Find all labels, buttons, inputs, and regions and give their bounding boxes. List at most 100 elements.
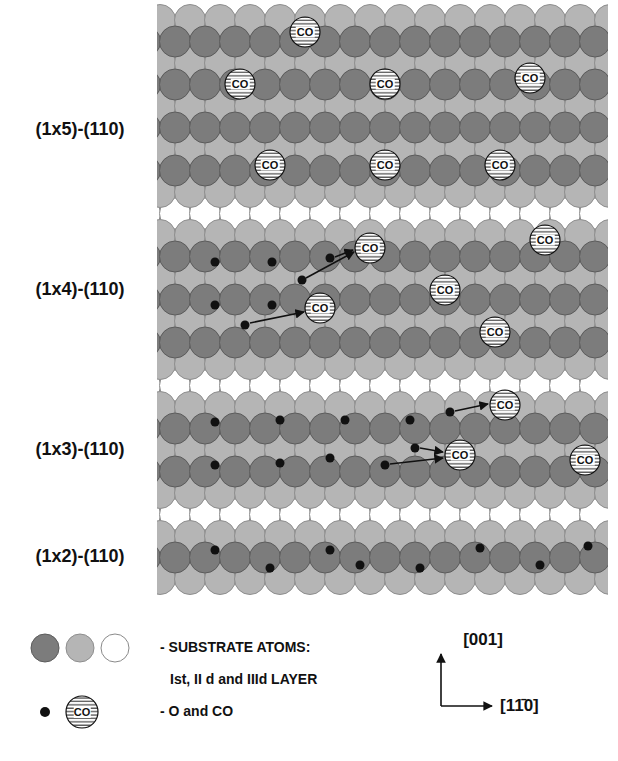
substrate-atom [340,69,371,100]
substrate-atom [430,241,461,272]
substrate-atom [550,327,581,358]
substrate-atom [310,542,341,573]
co-molecule: CO [444,439,476,471]
substrate-atom [280,542,311,573]
legend-swatch [101,634,129,662]
structure-label: (1x2)-(110) [35,547,124,567]
substrate-atom [190,69,221,100]
molecule-label: CO [536,235,555,246]
molecule-label: CO [361,243,380,254]
substrate-atom [400,284,431,315]
substrate-atom [520,456,551,487]
axis-label: [11̄0] [500,697,539,716]
oxygen-atom [298,276,307,285]
substrate-atom [460,284,491,315]
substrate-surface [157,5,608,595]
substrate-atom [490,241,521,272]
substrate-atom [340,284,371,315]
oxygen-atom [266,564,275,573]
substrate-atom [580,327,609,358]
substrate-atom [430,112,461,143]
substrate-atom [400,155,431,186]
substrate-atom [220,327,251,358]
substrate-atom [280,327,311,358]
co-circle [480,317,510,347]
molecule-label: CO [486,327,505,338]
substrate-atom [310,112,341,143]
molecule-label: CO [231,79,250,90]
substrate-atom [520,112,551,143]
legend-swatch [31,634,59,662]
oxygen-atom [211,418,220,427]
structure-label: (1x4)-(110) [35,280,124,300]
co-molecule: CO [304,292,336,324]
substrate-atom [250,542,281,573]
co-circle [355,233,385,263]
structure-label: (1x5)-(110) [35,120,124,140]
substrate-atom [520,155,551,186]
molecule-label: CO [261,160,280,171]
substrate-atom [550,26,581,57]
oxygen-atom [211,461,220,470]
substrate-atom [400,112,431,143]
substrate-atom [400,241,431,272]
oxygen-atom [356,561,365,570]
diffusion-arrows [250,250,488,464]
substrate-atom [550,284,581,315]
substrate-atom [520,542,551,573]
substrate-atom [460,26,491,57]
molecule-label: CO [521,73,540,84]
substrate-atom [250,456,281,487]
substrate-atom [190,26,221,57]
legend-swatch [66,634,94,662]
substrate-atom [160,155,191,186]
substrate-atom [220,284,251,315]
legend-oxygen [40,707,50,717]
oxygen-atom [446,408,455,417]
substrate-atom [190,542,221,573]
diffusion-arrow [455,404,488,411]
substrate-atom [520,284,551,315]
axis-arrows [441,654,492,706]
oxygen-atom [326,454,335,463]
substrate-atom [190,456,221,487]
substrate-atom [400,542,431,573]
substrate-atom [460,112,491,143]
substrate-atom [190,327,221,358]
co-circle [530,225,560,255]
substrate-atom [160,284,191,315]
legend-note: Ist, II d and IIId LAYER [170,672,317,687]
substrate-atom [430,542,461,573]
substrate-atom [220,155,251,186]
substrate-atom [460,69,491,100]
substrate-atom [220,112,251,143]
substrate-atom [220,542,251,573]
substrate-atom [430,327,461,358]
oxygen-atoms [211,254,593,573]
co-molecule: CO [529,224,561,256]
substrate-atom [250,327,281,358]
substrate-atom [250,284,281,315]
oxygen-atom [476,544,485,553]
substrate-atom [190,413,221,444]
co-circle [570,445,600,475]
substrate-atom [340,112,371,143]
oxygen-atom [381,461,390,470]
substrate-atom [250,112,281,143]
substrate-atom [460,241,491,272]
substrate-atom [370,112,401,143]
co-molecule: CO [514,62,546,94]
co-circle [225,69,255,99]
substrate-atom [550,155,581,186]
substrate-atom [400,413,431,444]
substrate-atom [550,413,581,444]
substrate-atom [580,69,609,100]
substrate-atom [220,241,251,272]
co-molecule: CO [489,389,521,421]
substrate-atom [220,26,251,57]
co-molecule: CO [569,444,601,476]
oxygen-atom [268,301,277,310]
substrate-atom [310,413,341,444]
substrate-atom [280,413,311,444]
oxygen-atom [326,254,335,263]
